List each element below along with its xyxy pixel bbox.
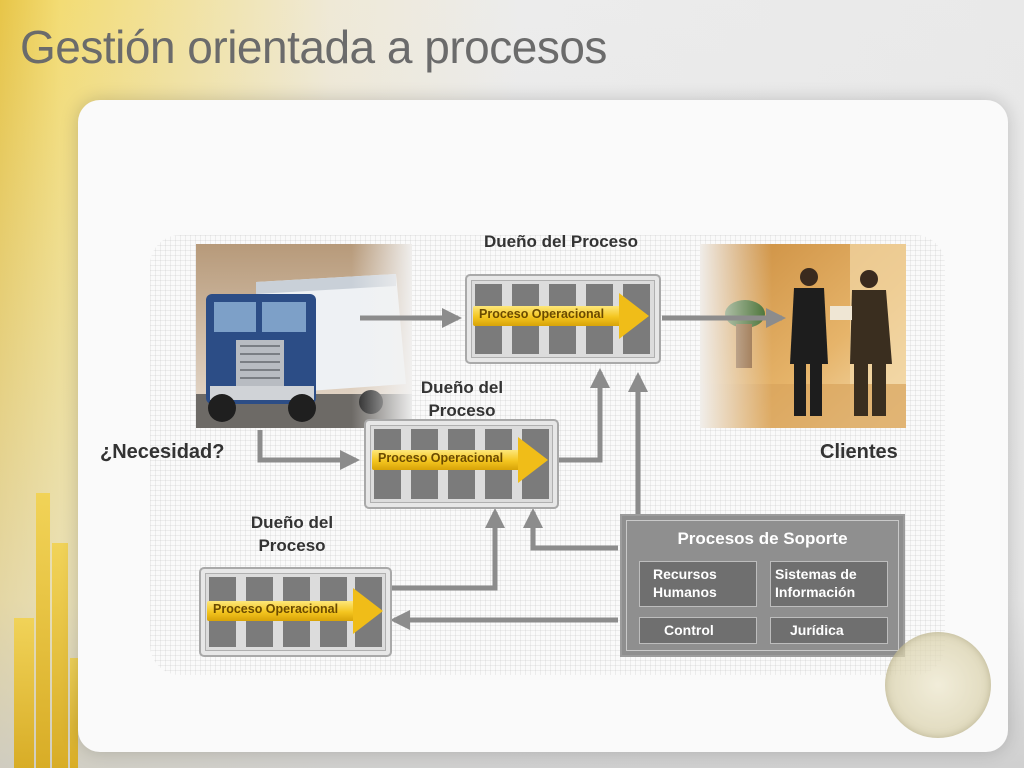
seal-emblem [885, 632, 991, 738]
process-label: Proceso Operacional [378, 451, 504, 465]
support-item-sistemas: Sistemas de Información [770, 561, 888, 607]
process-label: Proceso Operacional [213, 602, 339, 616]
process-block-top: Proceso Operacional [465, 274, 661, 364]
clientes-label: Clientes [820, 441, 898, 463]
support-item-rrhh: Recursos Humanos [639, 561, 757, 607]
owner-label-mid: Dueño del Proceso [420, 378, 504, 420]
support-processes-box: Procesos de Soporte Recursos Humanos Sis… [620, 514, 905, 657]
process-block-mid: Proceso Operacional [364, 419, 559, 509]
truck-photo [196, 244, 412, 428]
owner-label-bottom: Dueño del Proceso [250, 513, 334, 555]
support-item-control: Control [639, 617, 757, 644]
process-label: Proceso Operacional [479, 307, 605, 321]
owner-label-top: Dueño del Proceso [484, 232, 638, 251]
necesidad-label: ¿Necesidad? [100, 441, 225, 463]
process-block-bottom: Proceso Operacional [199, 567, 392, 657]
support-title: Procesos de Soporte [677, 529, 848, 548]
support-item-juridica: Jurídica [770, 617, 888, 644]
slide-title: Gestión orientada a procesos [20, 21, 607, 73]
clients-photo [700, 244, 906, 428]
